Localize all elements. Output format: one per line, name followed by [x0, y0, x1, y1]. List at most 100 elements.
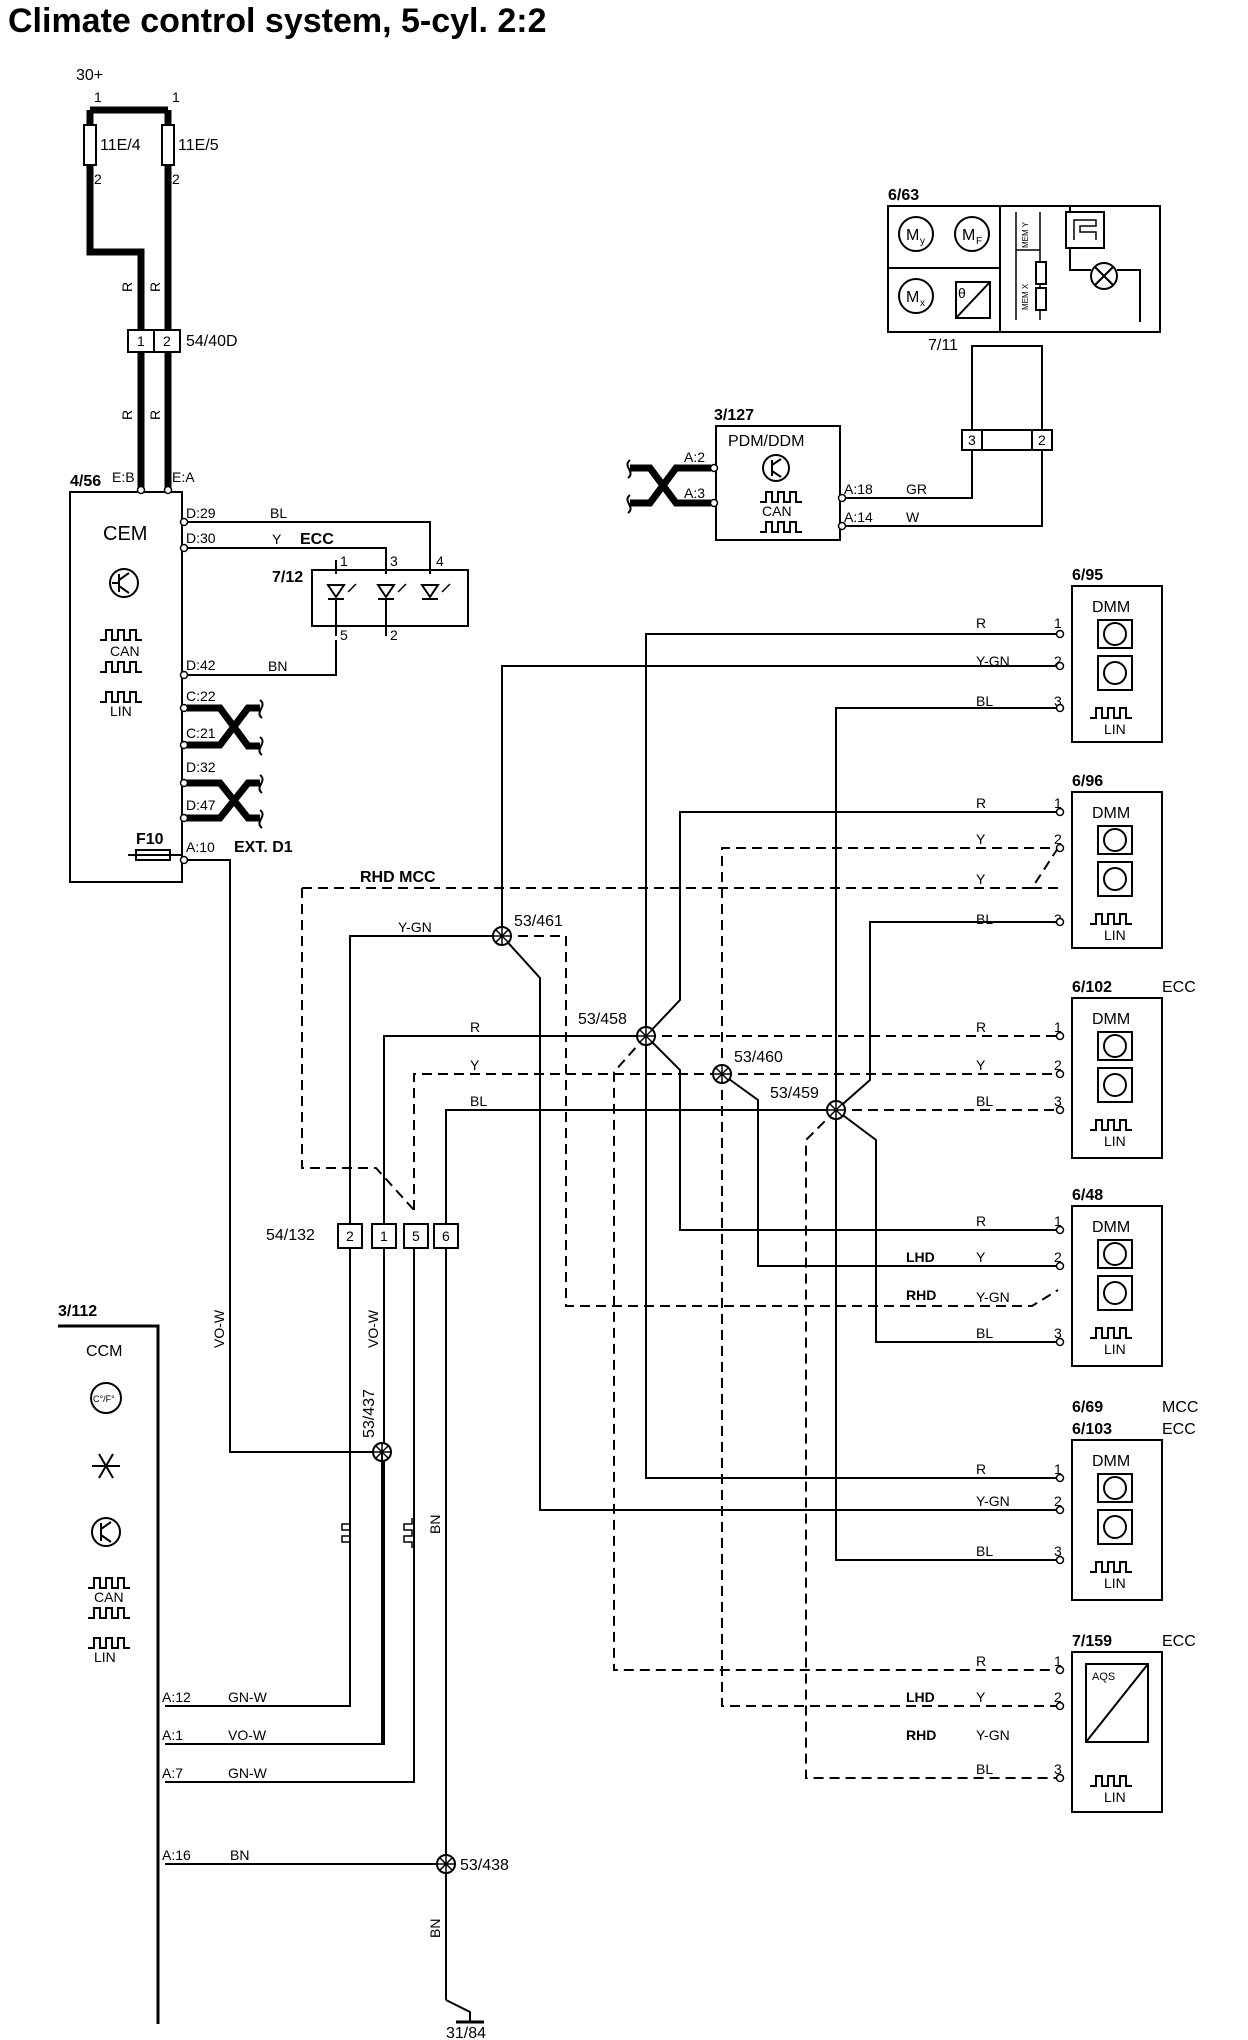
dmm-6103-tag: ECC: [1162, 1421, 1196, 1438]
wire-color-bl: BL: [976, 693, 993, 709]
aqs-7159-tag: ECC: [1162, 1633, 1196, 1650]
lin-signal-icon: [1090, 1327, 1132, 1339]
motor-mf-label: M: [962, 227, 975, 244]
transistor-icon: [1103, 661, 1127, 685]
splice-53-460: [712, 1064, 732, 1084]
wire-color-bl: BL: [976, 911, 993, 927]
splice-53-459-label: 53/459: [770, 1085, 819, 1102]
led-712-pin3: 3: [390, 553, 398, 569]
dmm-669-name: DMM: [1092, 1453, 1130, 1470]
dmm-669-tag: MCC: [1162, 1399, 1198, 1416]
rhd-label: RHD: [906, 1287, 936, 1303]
cem-id: 4/56: [70, 473, 101, 490]
cem-ext-d1: EXT. D1: [234, 839, 293, 856]
fuse-11e5-label: 11E/5: [178, 137, 219, 154]
twisted-pair-stubs: [187, 699, 264, 829]
aqs-7-159: 7/159 ECC AQS LIN R LHD Y RHD Y-GN BL 1 …: [906, 1633, 1196, 1813]
cem-lin-label: LIN: [110, 703, 132, 719]
pin-1: 1: [1054, 1019, 1062, 1035]
wire-color-r: R: [147, 410, 163, 420]
ccm-module: 3/112 CCM C°/F° CAN LIN A:12 A:1 A: [58, 1303, 268, 2024]
splice-53-461-label: 53/461: [514, 913, 563, 930]
ccm-lin-label: LIN: [94, 1649, 116, 1665]
lhd-label: LHD: [906, 1689, 935, 1705]
fuse-11e4: 11E/4 2: [83, 124, 141, 187]
motor-my-sub: y: [920, 236, 925, 247]
wire-color-y: Y: [976, 831, 986, 847]
supply-label: 30+: [76, 67, 103, 84]
wire-color-bl: BL: [470, 1093, 487, 1109]
cem-pin-eb: E:B: [112, 469, 135, 485]
aqs-name: AQS: [1092, 1671, 1115, 1683]
motor-my-icon: M y: [898, 216, 934, 252]
motor-icon: [1103, 622, 1127, 646]
rhd-label: RHD: [906, 1727, 936, 1743]
cem-pin-d32: D:32: [186, 759, 216, 775]
ccm-id: 3/112: [58, 1303, 97, 1320]
wire-color-vow: VO-W: [211, 1309, 227, 1348]
pdm-can-label: CAN: [762, 503, 792, 519]
pin-1: 1: [1054, 1213, 1062, 1229]
transistor-icon: [109, 568, 139, 598]
cem-module: 4/56 E:B E:A CEM CAN LIN F10 D:29 D:30 D…: [69, 469, 293, 883]
sensor-module-6-63: 6/63 M y M F M x θ MEM: [887, 187, 1161, 354]
cem-pin-ea: E:A: [172, 469, 195, 485]
splice-53-461: [492, 926, 512, 946]
transistor-icon: [1103, 1281, 1127, 1305]
dmm-648-lin: LIN: [1104, 1341, 1126, 1357]
pin-2: 2: [1054, 1057, 1062, 1073]
dmm-6103-id: 6/103: [1072, 1421, 1112, 1438]
motor-mf-icon: M F: [954, 216, 990, 252]
wire-color-r: R: [976, 615, 986, 631]
fuse-f10: F10: [128, 831, 182, 861]
wire-color-r: R: [976, 1019, 986, 1035]
pin-2: 2: [1054, 1249, 1062, 1265]
pin-2: 2: [1054, 831, 1062, 847]
splice-53-438-label: 53/438: [460, 1857, 509, 1874]
pin-1: 1: [1054, 1653, 1062, 1669]
dmm-696-name: DMM: [1092, 805, 1130, 822]
twisted-pair-stubs: [626, 459, 711, 514]
motor-icon: [1103, 1242, 1127, 1266]
lin-signal-icon: LIN: [100, 691, 142, 719]
mem-x-label: MEM X: [1021, 283, 1030, 310]
pdm-pin-a18: A:18: [844, 481, 873, 497]
connector-3-2: 3 2: [961, 429, 1053, 451]
motor-icon: [1103, 1034, 1127, 1058]
lin-signal-icon: [1090, 707, 1132, 719]
led-712-pin5: 5: [340, 627, 348, 643]
temp-unit-label: C°/F°: [93, 1394, 115, 1404]
motor-mx-label: M: [906, 289, 919, 306]
pin-3: 3: [1054, 1543, 1062, 1559]
heater-icon: [1065, 211, 1105, 249]
lin-signal-icon: [1090, 1775, 1132, 1787]
pin-1: 1: [1054, 1461, 1062, 1477]
pin-3: 3: [1054, 693, 1062, 709]
ccm-pin-a12: A:12: [162, 1689, 191, 1705]
wire-color-ygn: Y-GN: [976, 1493, 1010, 1509]
wire-color-bl: BL: [270, 505, 287, 521]
wire-color-bn: BN: [268, 658, 287, 674]
dmm-6-102: 6/102 ECC DMM LIN R Y BL 1 2 3: [976, 979, 1196, 1159]
dmm-696-id: 6/96: [1072, 773, 1103, 790]
sensor-711-id: 7/11: [928, 337, 958, 354]
theta-label: θ: [958, 285, 966, 301]
can-signal-icon: CAN: [88, 1577, 130, 1619]
connector-54-40d-label: 54/40D: [186, 333, 238, 350]
splice-53-458: [636, 1026, 656, 1046]
pin-1: 1: [1054, 615, 1062, 631]
ground-symbol: 31/84: [445, 1999, 486, 2040]
pin-1: 1: [1054, 795, 1062, 811]
wire-color-r: R: [976, 1213, 986, 1229]
temperature-sensor-icon: θ: [955, 281, 991, 319]
power-supply: 30+ 1 1: [76, 67, 180, 125]
ccm-pin-a16: A:16: [162, 1847, 191, 1863]
dmm-6-95: 6/95 DMM LIN R Y-GN BL 1 2 3: [976, 567, 1163, 743]
pdm-name: PDM/DDM: [728, 433, 804, 450]
wire-color-r: R: [976, 795, 986, 811]
pin-3: 3: [1054, 1761, 1062, 1777]
ccm-pin-a1: A:1: [162, 1727, 183, 1743]
fuse-b-pin1: 1: [172, 89, 180, 105]
dmm-6-69: 6/69 6/103 MCC ECC DMM LIN R Y-GN BL 1 2…: [976, 1399, 1198, 1601]
